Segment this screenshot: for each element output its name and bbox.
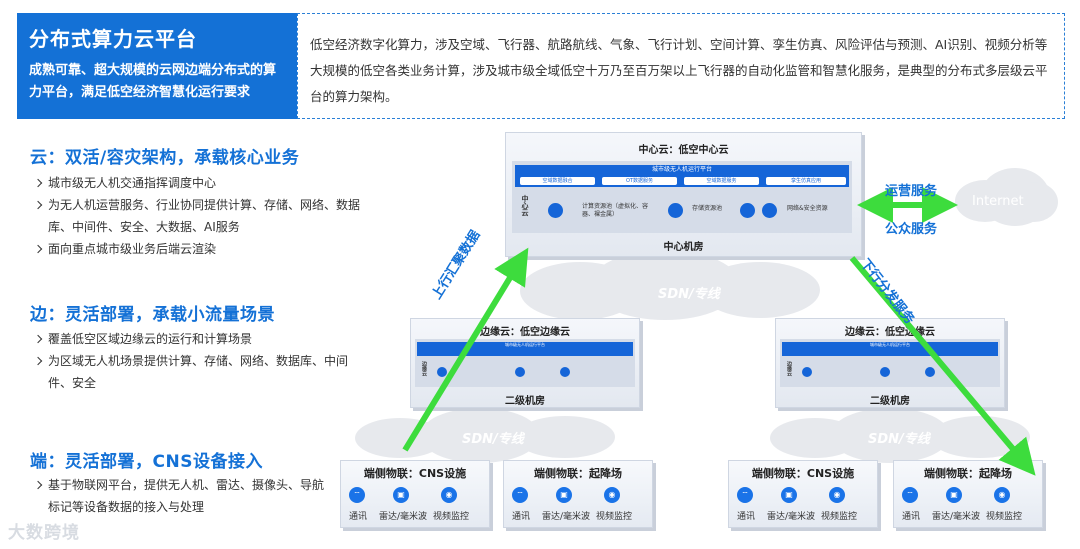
camera-icon: ◉: [829, 487, 845, 503]
device-label: 视频监控: [433, 512, 470, 522]
security-icon: [740, 203, 755, 218]
device-label: 雷达/毫米波: [932, 512, 981, 522]
center-room-label: 中心机房: [663, 242, 704, 253]
device-box-3: 端侧物联：起降场 ⌔ ▣ ◉ 通讯 雷达/毫米波 视频监控: [893, 460, 1043, 528]
edge-platform-bar: 城市级无人机运行平台: [417, 342, 633, 356]
edge-cloud-title: 边缘云：低空边缘云: [845, 327, 935, 338]
uplink-label: 上行汇聚数据: [429, 227, 484, 303]
network-icon: [925, 367, 935, 377]
wifi-icon: ⌔: [349, 487, 365, 503]
platform-bar: 城市级无人机运行平台: [515, 165, 849, 187]
center-cloud-panel: 城市级无人机运行平台 空域数据融合 OT数据服务 空域数据服务 孪生仿真应用 中…: [512, 161, 852, 233]
device-label: 视频监控: [986, 512, 1023, 522]
device-label: 雷达/毫米波: [542, 512, 591, 522]
page-subtitle: 成熟可靠、超大规模的云网边端分布式的算力平台，满足低空经济智慧化运行要求: [29, 63, 277, 100]
camera-icon: ◉: [441, 487, 457, 503]
edge-side-label: 边缘云: [786, 361, 792, 376]
storage-icon: [880, 367, 890, 377]
platform-title: 城市级无人机运行平台: [651, 166, 712, 173]
device-label: 通讯: [349, 512, 368, 522]
camera-icon: ◉: [994, 487, 1010, 503]
pool-storage: 存储资源池: [692, 205, 723, 212]
camera-icon: ◉: [604, 487, 620, 503]
edge-cloud-title: 边缘云：低空边缘云: [480, 327, 570, 338]
device-label: 通讯: [512, 512, 531, 522]
section-title-device: 端：灵活部署，CNS设备接入: [30, 452, 263, 472]
edge-room-label: 二级机房: [870, 396, 910, 407]
pill-2: 空域数据服务: [684, 177, 759, 185]
edge-platform-bar: 城市级无人机运行平台: [782, 342, 998, 356]
device-label: 视频监控: [596, 512, 633, 522]
list-item: 城市级无人机交通指挥调度中心: [34, 172, 364, 194]
center-cloud-box: 中心云：低空中心云 城市级无人机运行平台 空域数据融合 OT数据服务 空域数据服…: [505, 132, 862, 257]
pool-network: 网络&安全资源: [787, 205, 828, 212]
section-title-edge: 边：灵活部署，承载小流量场景: [30, 305, 275, 325]
device-label: 通讯: [902, 512, 921, 522]
edge-platform-title: 城市级无人机运行平台: [505, 342, 545, 347]
section-list-edge: 覆盖低空区域边缘云的运行和计算场景 为区域无人机场景提供计算、存储、网络、数据库…: [34, 328, 364, 394]
header-title-block: 分布式算力云平台 成熟可靠、超大规模的云网边端分布式的算力平台，满足低空经济智慧…: [17, 13, 297, 119]
watermark-logo: 大数跨境: [8, 523, 80, 543]
wifi-icon: ⌔: [512, 487, 528, 503]
sdn-label-left: SDN/专线: [462, 432, 524, 447]
ops-service-label: 运营服务: [885, 184, 938, 199]
downlink-label: 下行分发服务: [857, 256, 917, 328]
network-icon: [762, 203, 777, 218]
edge-cloud-box-right: 边缘云：低空边缘云 城市级无人机运行平台 边缘云 二级机房: [775, 318, 1005, 408]
device-box-0: 端侧物联：CNS设施 ⌔ ▣ ◉ 通讯 雷达/毫米波 视频监控: [340, 460, 490, 528]
edge-cloud-panel: 城市级无人机运行平台 边缘云: [415, 339, 635, 387]
header-description: 低空经济数字化算力，涉及空域、飞行器、航路航线、气象、飞行计划、空间计算、孪生仿…: [297, 13, 1065, 119]
center-side-label: 中心云: [521, 195, 529, 216]
radar-icon: ▣: [781, 487, 797, 503]
list-item: 面向重点城市级业务后端云渲染: [34, 238, 364, 260]
device-box-title: 端侧物联：起降场: [924, 467, 1012, 480]
device-label: 视频监控: [821, 512, 858, 522]
radar-icon: ▣: [556, 487, 572, 503]
page-title: 分布式算力云平台: [29, 27, 197, 51]
device-box-title: 端侧物联：CNS设施: [751, 467, 855, 480]
device-label: 雷达/毫米波: [767, 512, 816, 522]
center-cloud-title: 中心云：低空中心云: [638, 145, 729, 156]
pill-1: OT数据服务: [602, 177, 677, 185]
device-label: 通讯: [737, 512, 756, 522]
list-item: 覆盖低空区域边缘云的运行和计算场景: [34, 328, 364, 350]
device-label: 雷达/毫米波: [379, 512, 428, 522]
section-title-cloud: 云：双活/容灾架构，承载核心业务: [30, 148, 300, 168]
list-item: 基于物联网平台，提供无人机、雷达、摄像头、导航标记等设备数据的接入与处理: [34, 474, 324, 518]
radar-icon: ▣: [946, 487, 962, 503]
internet-label: Internet: [972, 194, 1024, 209]
section-list-device: 基于物联网平台，提供无人机、雷达、摄像头、导航标记等设备数据的接入与处理: [34, 474, 324, 518]
storage-icon: [668, 203, 683, 218]
device-box-title: 端侧物联：CNS设施: [363, 467, 467, 480]
compute-icon: [548, 203, 563, 218]
radar-icon: ▣: [393, 487, 409, 503]
list-item: 为区域无人机场景提供计算、存储、网络、数据库、中间件、安全: [34, 350, 364, 394]
list-item: 为无人机运营服务、行业协同提供计算、存储、网络、数据库、中间件、安全、大数据、A…: [34, 194, 364, 238]
device-box-1: 端侧物联：起降场 ⌔ ▣ ◉ 通讯 雷达/毫米波 视频监控: [503, 460, 653, 528]
compute-icon: [437, 367, 447, 377]
device-box-title: 端侧物联：起降场: [534, 467, 622, 480]
wifi-icon: ⌔: [902, 487, 918, 503]
network-icon: [560, 367, 570, 377]
sdn-label-top: SDN/专线: [658, 287, 720, 302]
pool-compute: 计算资源池（虚拟化、容器、裸金属）: [582, 203, 649, 218]
edge-side-label: 边缘云: [421, 361, 427, 376]
section-list-cloud: 城市级无人机交通指挥调度中心 为无人机运营服务、行业协同提供计算、存储、网络、数…: [34, 172, 364, 260]
pill-3: 孪生仿真应用: [766, 177, 846, 185]
device-box-2: 端侧物联：CNS设施 ⌔ ▣ ◉ 通讯 雷达/毫米波 视频监控: [728, 460, 878, 528]
compute-icon: [802, 367, 812, 377]
sdn-label-right: SDN/专线: [868, 432, 930, 447]
public-service-label: 公众服务: [885, 222, 938, 237]
pill-0: 空域数据融合: [520, 177, 595, 185]
edge-platform-title: 城市级无人机运行平台: [870, 342, 910, 347]
edge-cloud-box-left: 边缘云：低空边缘云 城市级无人机运行平台 边缘云 二级机房: [410, 318, 640, 408]
edge-room-label: 二级机房: [505, 396, 545, 407]
edge-cloud-panel: 城市级无人机运行平台 边缘云: [780, 339, 1000, 387]
storage-icon: [515, 367, 525, 377]
wifi-icon: ⌔: [737, 487, 753, 503]
